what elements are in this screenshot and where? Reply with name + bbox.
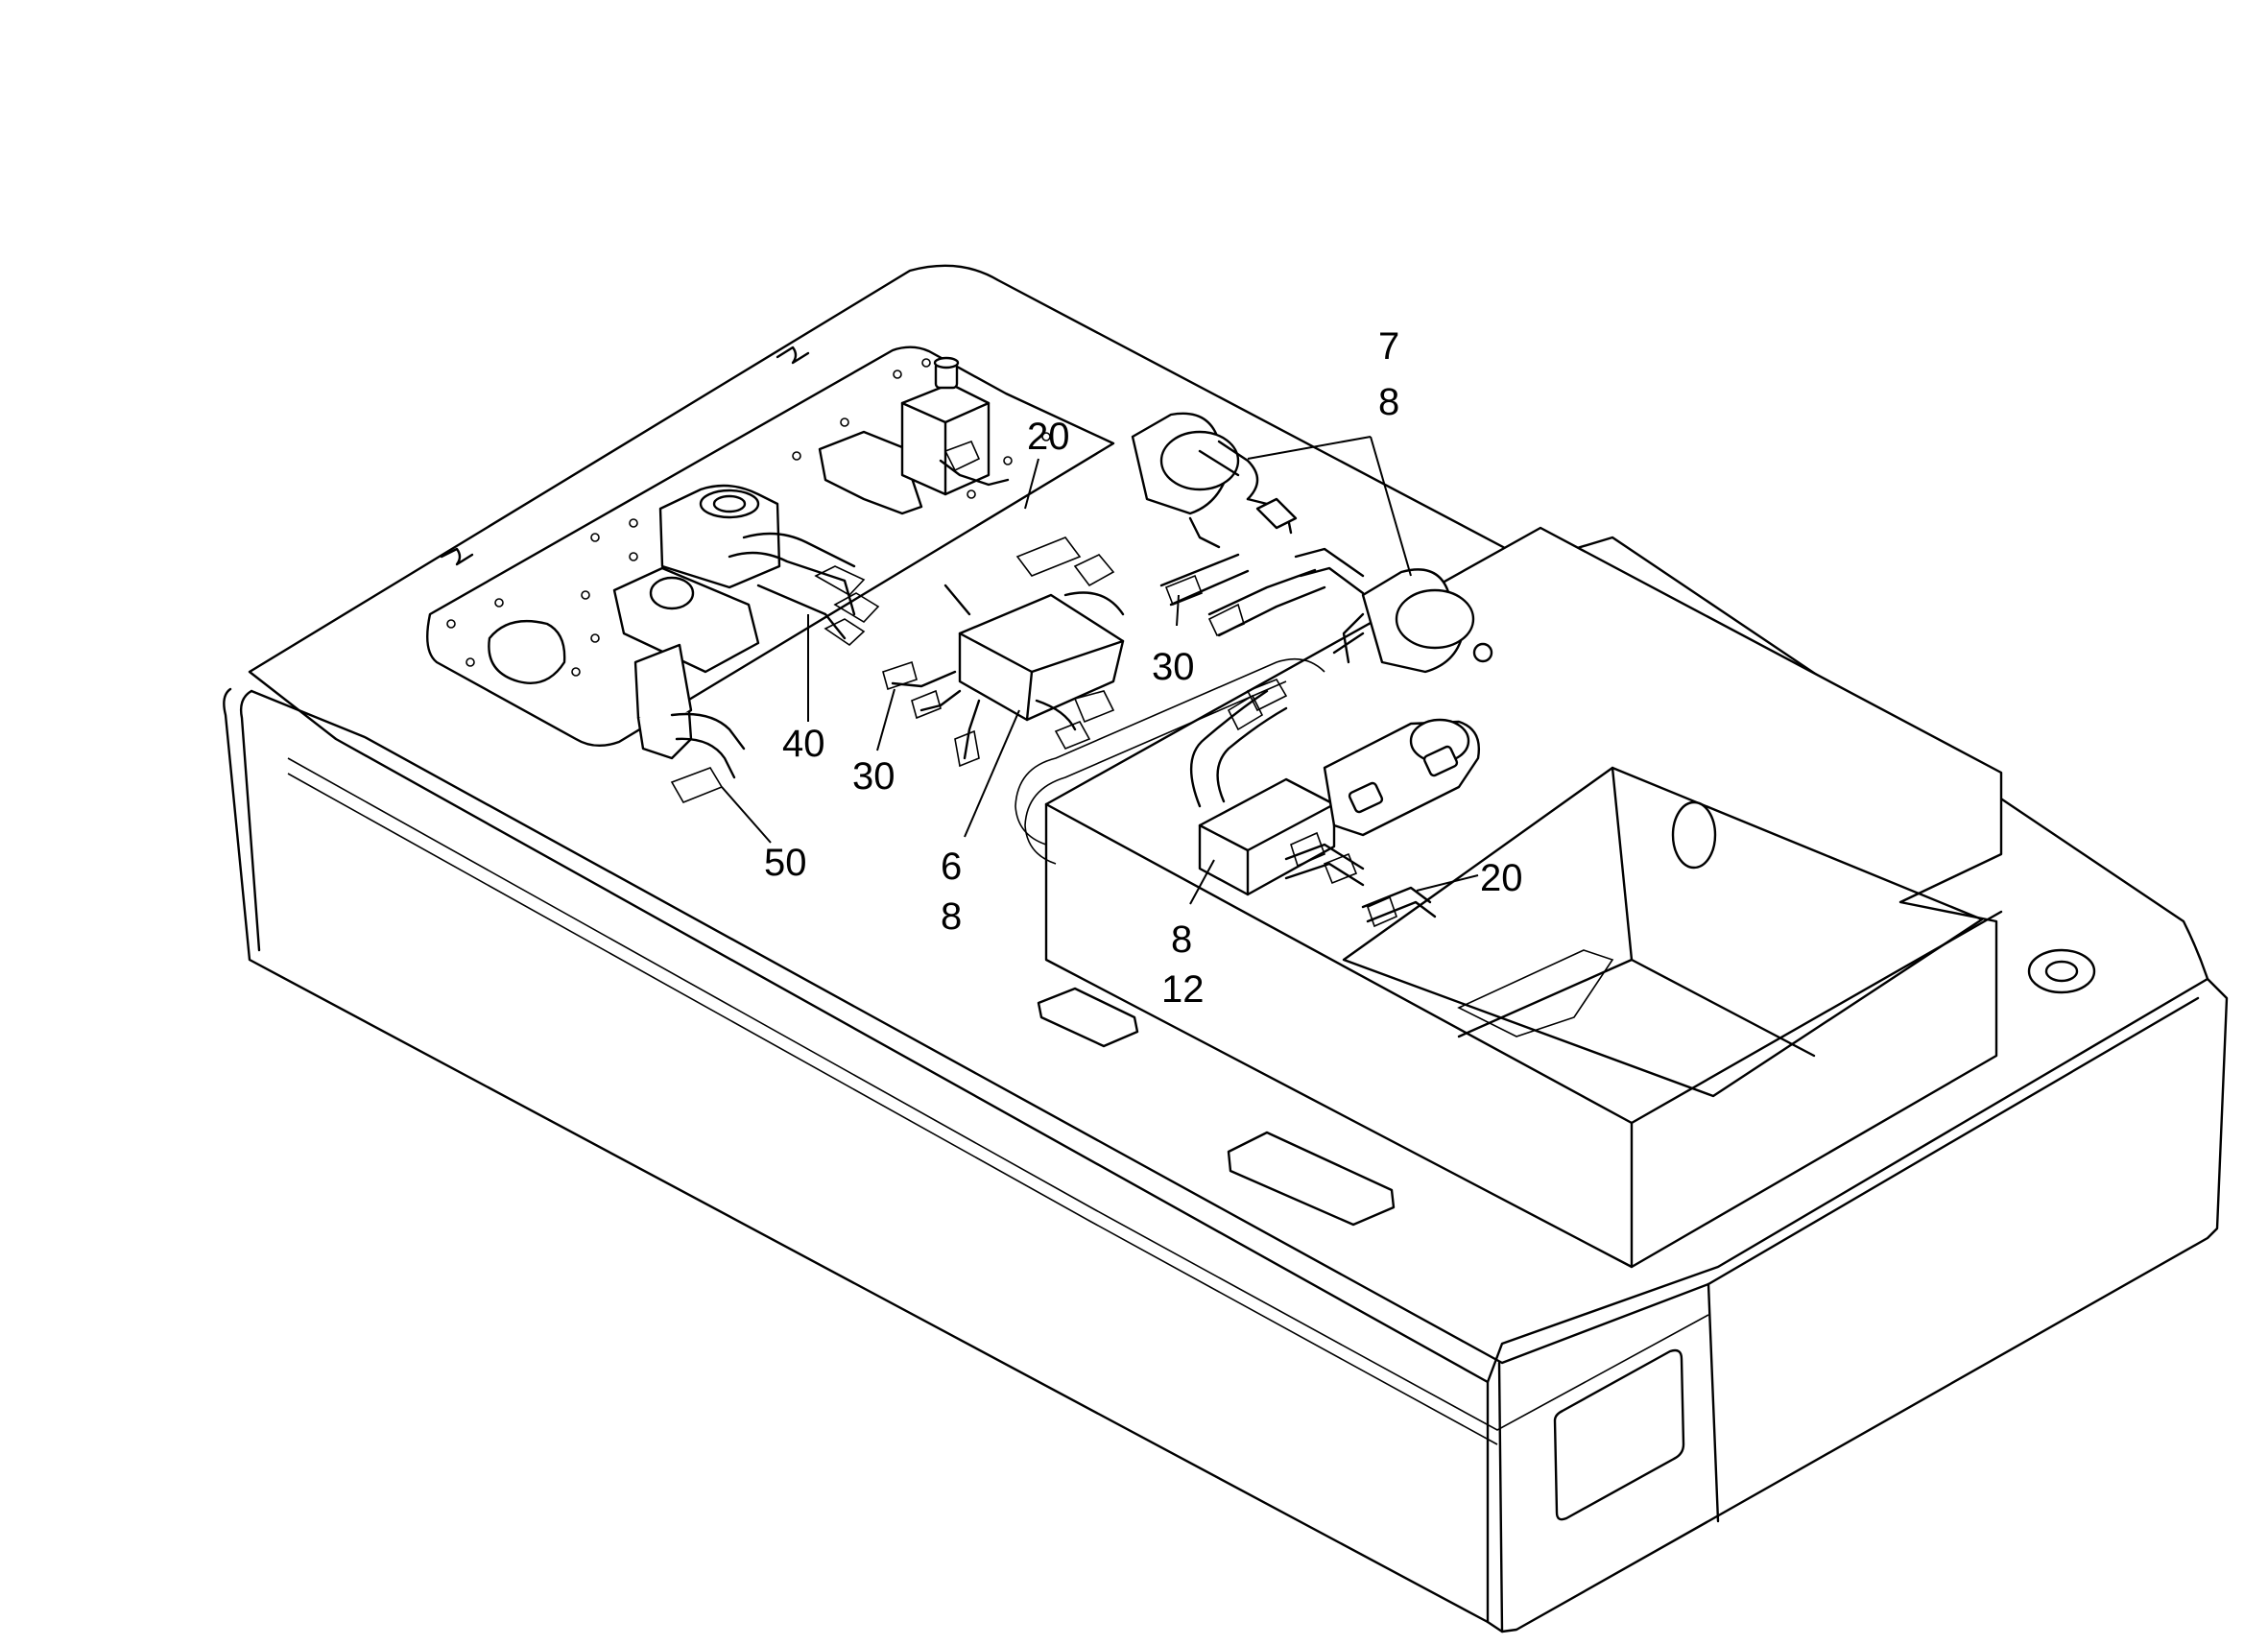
callout-50: 50 xyxy=(764,842,807,884)
leader-6 xyxy=(964,709,1020,838)
leader-lines xyxy=(721,436,1479,905)
callout-20-right: 20 xyxy=(1480,857,1523,899)
callout-30-left: 30 xyxy=(852,755,895,798)
leader-50 xyxy=(721,786,772,844)
center-manifold xyxy=(882,536,1125,768)
callouts: 7 8 20 30 40 30 50 6 8 8 12 20 xyxy=(764,325,1523,1011)
filter-lower xyxy=(1332,568,1493,674)
callout-40: 40 xyxy=(782,723,825,765)
leader-8-low xyxy=(1189,859,1215,905)
callout-20-top: 20 xyxy=(1027,416,1070,458)
callout-30-right: 30 xyxy=(1152,646,1195,688)
leader-30-right xyxy=(1176,594,1180,627)
leader-20-right xyxy=(1416,874,1479,892)
callout-12: 12 xyxy=(1161,968,1205,1011)
tank-porthole xyxy=(1671,800,1717,870)
frame-slot-left xyxy=(1037,987,1139,1048)
frame-slot-handle xyxy=(1553,1348,1685,1521)
filter-hoses xyxy=(1159,547,1365,637)
leader-8-top-b xyxy=(1370,436,1412,577)
plate-bolt-holes xyxy=(446,358,1051,677)
lower-valve-assembly xyxy=(1189,679,1480,928)
tank-box xyxy=(1015,526,2003,1269)
top-valve-block xyxy=(900,356,1010,496)
callout-8-low: 8 xyxy=(1171,918,1192,961)
callout-7: 7 xyxy=(1378,325,1399,368)
plate-cutout-right xyxy=(818,430,923,515)
base-frame xyxy=(223,264,2229,1633)
leader-30-left xyxy=(876,688,895,751)
filter-upper xyxy=(1131,412,1298,549)
pump-shaft-opening xyxy=(712,494,747,513)
leader-8-top-a xyxy=(1247,436,1372,460)
frame-slot-center xyxy=(1227,1131,1396,1227)
callout-8-top: 8 xyxy=(1378,381,1399,423)
lifting-lug-hole xyxy=(2044,960,2079,983)
plate-cutout-left xyxy=(488,620,566,684)
left-pump-assembly xyxy=(612,484,880,804)
leader-20-top xyxy=(1024,458,1039,510)
callout-6: 6 xyxy=(941,846,962,888)
callout-8-mid: 8 xyxy=(941,895,962,938)
